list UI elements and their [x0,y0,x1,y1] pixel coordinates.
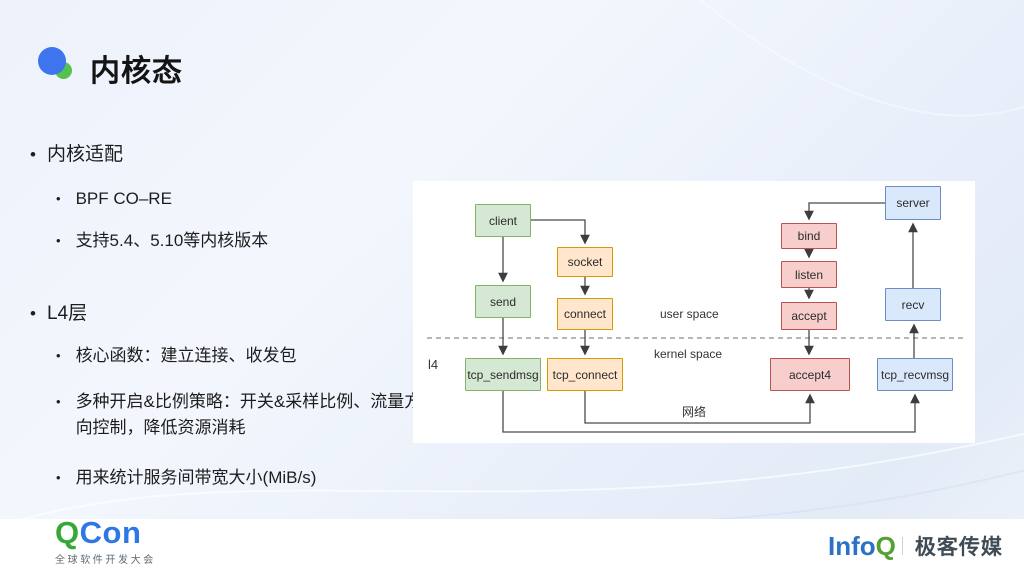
label-kernel-space: kernel space [654,347,723,361]
qcon-subtitle: 全球软件开发大会 [55,555,156,566]
node-client: client [475,204,531,237]
label-network: 网络 [682,405,707,419]
label-user-space: user space [660,307,719,321]
qcon-con: Con [79,515,142,550]
node-listen: listen [781,261,837,288]
qcon-q: Q [55,515,80,550]
bullet-text: 支持5.4、5.10等内核版本 [75,231,269,250]
infoq-wordmark: InfoQ [828,533,896,559]
node-tcp-sendmsg: tcp_sendmsg [465,358,541,391]
diagram-panel: client socket send connect tcp_sendmsg t… [413,181,975,443]
bullet-text: L4层 [46,303,88,324]
node-send: send [475,285,531,318]
node-connect: connect [557,298,613,330]
bullet-item: 内核适配 [30,142,428,167]
blue-circle-icon [38,47,66,75]
slide-logo [38,47,84,89]
page-title: 内核态 [90,55,183,88]
diagram-arrows [427,202,967,433]
bullet-text: BPF CO–RE [75,189,172,208]
bullet-text: 多种开启&比例策略：开关&采样比例、流量方向控制，降低资源消耗 [75,392,422,437]
bullet-item: 核心函数：建立连接、收发包 [30,343,428,369]
node-accept4: accept4 [770,358,850,391]
bullet-item: 用来统计服务间带宽大小(MiB/s) [30,465,428,491]
node-accept: accept [781,302,837,330]
footer-band [0,519,1024,576]
bullet-item: BPF CO–RE [30,186,428,212]
node-recv: recv [885,288,941,321]
node-tcp-recvmsg: tcp_recvmsg [877,358,953,391]
infoq-info: Info [828,531,876,561]
qcon-logo: QCon 全球软件开发大会 [55,517,156,567]
label-l4: l4 [428,357,439,372]
node-server: server [885,186,941,220]
node-bind: bind [781,223,837,249]
infoq-q: Q [875,531,896,561]
node-tcp-connect: tcp_connect [547,358,623,391]
qcon-wordmark: QCon [55,517,156,549]
infoq-brand-name: 极客传媒 [914,536,1003,559]
bullet-item: 多种开启&比例策略：开关&采样比例、流量方向控制，降低资源消耗 [30,389,428,441]
bullet-item: 支持5.4、5.10等内核版本 [30,228,428,254]
infoq-divider [901,537,907,555]
bullet-item: L4层 [30,301,428,326]
bullet-text: 核心函数：建立连接、收发包 [75,346,297,365]
bullet-text: 用来统计服务间带宽大小(MiB/s) [75,468,317,487]
bullet-list: 内核适配 BPF CO–RE 支持5.4、5.10等内核版本 L4层 核心函数：… [30,142,428,491]
infoq-logo: InfoQ 极客传媒 [828,531,1003,561]
bullet-text: 内核适配 [46,144,123,165]
node-socket: socket [557,247,613,277]
